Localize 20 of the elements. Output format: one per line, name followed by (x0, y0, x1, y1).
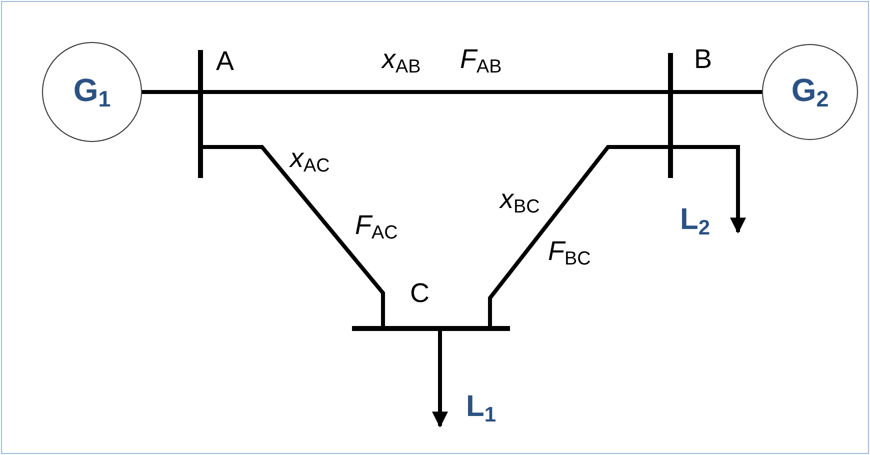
load-label: L$_{2}$ (680, 203, 710, 236)
load-arrow (432, 331, 448, 428)
edge-label: x$_{AC}$ (290, 145, 330, 177)
transmission-line (203, 90, 668, 94)
transmission-line (203, 145, 385, 326)
edge-label: x$_{AB}$ (382, 46, 421, 78)
flow-label: F$_{BC}$ (548, 238, 591, 270)
flow-label: F$_{AC}$ (355, 212, 398, 244)
bus-label: A (216, 48, 234, 75)
load-label: L$_{1}$ (466, 390, 496, 423)
transmission-line (673, 90, 762, 94)
transmission-line (488, 145, 668, 326)
flow-label: F$_{AB}$ (460, 46, 502, 78)
load-arrow (673, 145, 746, 234)
bus-label: B (694, 46, 712, 73)
bus-label: C (410, 280, 430, 307)
generator-circle: G$_{2}$ (762, 44, 858, 140)
edge-label: x$_{BC}$ (500, 186, 540, 218)
transmission-line (142, 90, 198, 94)
generator-circle: G$_{1}$ (42, 42, 142, 142)
